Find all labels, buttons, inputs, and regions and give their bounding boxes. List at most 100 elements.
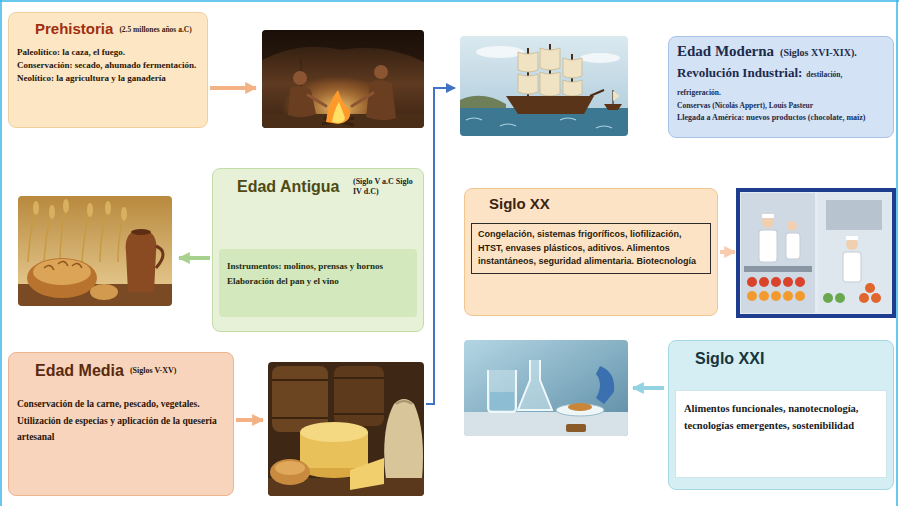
factory-picture — [759, 230, 777, 262]
era-fact: Conservación: secado, ahumado fermentaci… — [17, 59, 199, 72]
flow-arrow — [179, 256, 210, 260]
ship-picture — [518, 48, 582, 96]
ship-picture — [476, 46, 524, 58]
era-fact: Congelación, sistemas frigoríficos, liof… — [478, 228, 704, 269]
era-fact: Llegada a América: nuevos productos (cho… — [677, 112, 885, 124]
title-row: Siglo XX — [471, 195, 711, 213]
fact-row: Revolución Industrial:destilación, refri… — [677, 63, 885, 99]
ship-picture — [580, 53, 620, 63]
factory-picture — [865, 283, 875, 293]
bread-picture — [131, 229, 151, 235]
ship-picture — [563, 80, 582, 96]
ship-picture — [604, 104, 622, 110]
page-border — [896, 0, 898, 506]
ship-picture — [460, 36, 628, 136]
era-title: Siglo XXI — [695, 349, 764, 368]
cheese-picture — [334, 377, 384, 379]
lab-picture — [464, 340, 628, 436]
flow-arrow — [720, 250, 735, 254]
lab-picture — [518, 360, 552, 410]
cave-picture — [293, 71, 307, 85]
era-fact: Alimentos funcionales, nanotecnología, t… — [684, 401, 878, 435]
era-title: Edad Antigua — [237, 177, 340, 196]
bread-picture — [90, 284, 118, 300]
factory-picture — [826, 200, 882, 230]
era-box: Edad Antigua(Siglo V a.C Siglo IV d.C)In… — [212, 168, 424, 332]
factory-picture — [859, 283, 881, 303]
lab-picture — [488, 370, 516, 412]
bread-picture — [105, 201, 111, 215]
factory-picture — [823, 293, 833, 303]
title-row: Siglo XXI — [675, 349, 887, 368]
title-row: Edad Antigua(Siglo V a.C Siglo IV d.C) — [219, 177, 417, 197]
ship-picture — [506, 96, 594, 114]
cheese-picture — [334, 366, 384, 426]
era-box: Siglo XXI Alimentos funcionales, nanotecn… — [668, 340, 894, 490]
ship-picture — [460, 36, 628, 136]
bread-picture — [87, 203, 93, 217]
era-dates: (2.5 millones años a.C) — [119, 25, 191, 34]
flow-arrows — [179, 88, 735, 420]
era-box: Edad Moderna(Siglos XVI-XIX). Revolución … — [668, 36, 894, 138]
bread-picture — [44, 261, 82, 270]
era-fact: Elaboración del pan y el vino — [227, 274, 409, 289]
title-row: Edad Moderna(Siglos XVI-XIX). — [677, 42, 885, 60]
ship-picture — [540, 48, 560, 70]
factory-picture — [759, 277, 769, 287]
bread-picture — [63, 199, 69, 213]
ship-picture — [540, 72, 560, 96]
era-fact: Neolítico: la agricultura y la ganadería — [17, 72, 199, 85]
cheese-picture — [272, 417, 328, 419]
bread-picture — [27, 258, 97, 298]
ship-picture — [613, 91, 620, 101]
factory-picture — [786, 233, 800, 259]
cheese-picture — [272, 366, 328, 432]
lab-picture — [556, 404, 604, 416]
cave-picture — [332, 102, 345, 123]
ship-picture — [563, 58, 582, 78]
era-box: Edad Media(Siglos V-XV)Conservación de l… — [8, 352, 234, 496]
factory-picture — [741, 193, 815, 313]
lab-picture — [490, 392, 514, 410]
lab-picture — [566, 424, 586, 432]
era-fact: Paleolítico: la caza, el fuego. — [17, 46, 199, 59]
factory-picture — [738, 190, 894, 316]
era-title: Prehistoria — [35, 20, 113, 38]
era-dates: (Siglos V-XV) — [130, 366, 177, 376]
lab-picture — [464, 340, 628, 436]
factory-picture — [795, 291, 805, 301]
bread-picture — [60, 204, 66, 262]
cheese-picture — [272, 379, 328, 381]
flow-arrow — [633, 386, 664, 390]
title-row: Edad Media(Siglos V-XV) — [17, 361, 225, 380]
cheese-picture — [268, 362, 424, 496]
bread-picture — [121, 207, 127, 221]
cheese-picture — [350, 458, 384, 490]
timeline-connector — [426, 88, 455, 404]
bread-picture — [33, 201, 39, 215]
cave-picture — [262, 30, 424, 128]
cave-picture — [326, 90, 350, 124]
cave-picture — [308, 95, 326, 106]
factory-picture — [795, 277, 805, 287]
factory-picture — [771, 291, 781, 301]
era-dates: (Siglos XVI-XIX). — [780, 47, 857, 59]
lab-picture — [596, 366, 614, 404]
factory-picture — [747, 277, 805, 287]
ship-picture — [466, 118, 612, 128]
factory-picture — [859, 293, 869, 303]
cave-picture — [262, 30, 424, 62]
factory-picture — [783, 291, 793, 301]
bread-picture — [33, 259, 91, 285]
flow-arrow — [236, 418, 263, 422]
factory-picture — [871, 293, 881, 303]
factory-picture — [762, 214, 774, 218]
factory-picture — [783, 277, 793, 287]
cheese-picture — [300, 422, 368, 442]
title-row: Prehistoria (2.5 millones años a.C) — [17, 20, 199, 38]
bread-picture — [126, 232, 157, 292]
bread-picture — [156, 246, 163, 268]
bread-picture — [33, 199, 127, 221]
